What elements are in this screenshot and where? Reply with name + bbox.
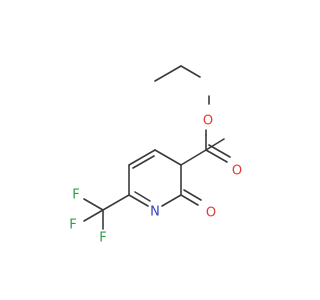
- bonds: [83, 65, 231, 230]
- bond-ester-c-ring: [180, 149, 207, 166]
- bond-ring-n-c2: [161, 194, 182, 207]
- atom-fluorine-bottom: F: [99, 231, 106, 246]
- atom-ring-carbonyl-oxygen: O: [206, 206, 216, 221]
- atom-ring-nitrogen: N: [150, 205, 160, 220]
- atom-fluorine-left: F: [69, 218, 76, 233]
- bond-ring-cf3: [102, 194, 130, 211]
- atom-ester-oxygen: O: [203, 114, 213, 129]
- bond-c-o-double-1: [205, 149, 228, 163]
- bond-c-o-double-2: [208, 144, 231, 158]
- bond-ring-c4-c5-double: [132, 155, 155, 169]
- atom-carbonyl-oxygen: O: [232, 164, 242, 179]
- bond-c-f-top: [83, 198, 104, 211]
- atom-fluorine-top: F: [72, 188, 79, 203]
- bond-ethyl-ch2: [180, 65, 201, 78]
- atom-labels: O O O N F F F: [69, 114, 242, 246]
- bond-ring-c6-n-double-2: [134, 191, 151, 202]
- bond-ring-c4-c5: [128, 149, 156, 166]
- bond-c-o-upper: [205, 138, 225, 151]
- bond-c-f-left: [83, 209, 104, 222]
- bond-ring-c6-n-double: [128, 194, 149, 207]
- bond-ring-c2-o-double: [183, 189, 202, 201]
- bond-ethyl-terminal: [154, 65, 182, 82]
- bond-ring-c2-o: [180, 194, 199, 206]
- bond-ring-c3-c4: [154, 149, 182, 166]
- chemical-structure: O O O N F F F: [69, 65, 242, 246]
